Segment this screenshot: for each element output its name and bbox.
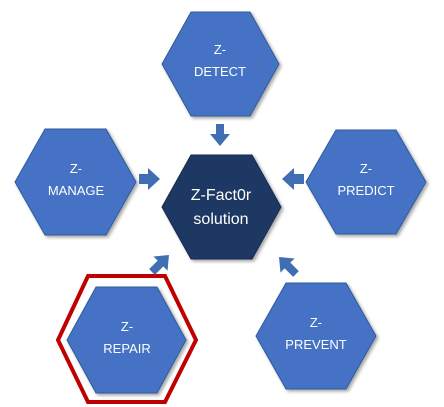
node-detect-line2: DETECT [194,64,246,79]
center-line2: solution [193,211,248,228]
arrow-detect-to-center [210,124,230,146]
node-repair-line1: Z- [121,319,133,334]
arrow-manage-to-center [139,168,160,190]
node-predict-line2: PREDICT [337,183,394,198]
node-repair[interactable]: Z- REPAIR [66,286,187,394]
node-prevent-line2: PREVENT [285,337,346,352]
arrow-prevent-to-center [279,257,299,277]
arrow-repair-to-center [149,255,169,275]
node-prevent[interactable]: Z- PREVENT [255,282,377,390]
node-manage-line2: MANAGE [48,183,105,198]
node-manage-line1: Z- [70,161,82,176]
node-detect-line1: Z- [214,42,226,57]
node-manage[interactable]: Z- MANAGE [14,128,137,236]
center-line1: Z-Fact0r [191,187,252,204]
node-predict[interactable]: Z- PREDICT [305,129,427,235]
node-repair-line2: REPAIR [103,341,150,356]
arrow-predict-to-center [282,168,304,190]
node-detect[interactable]: Z- DETECT [161,11,280,117]
node-predict-line1: Z- [360,161,372,176]
node-prevent-line1: Z- [310,315,322,330]
node-center-solution[interactable]: Z-Fact0r solution [161,154,282,260]
repair-highlight-outline [55,274,199,404]
